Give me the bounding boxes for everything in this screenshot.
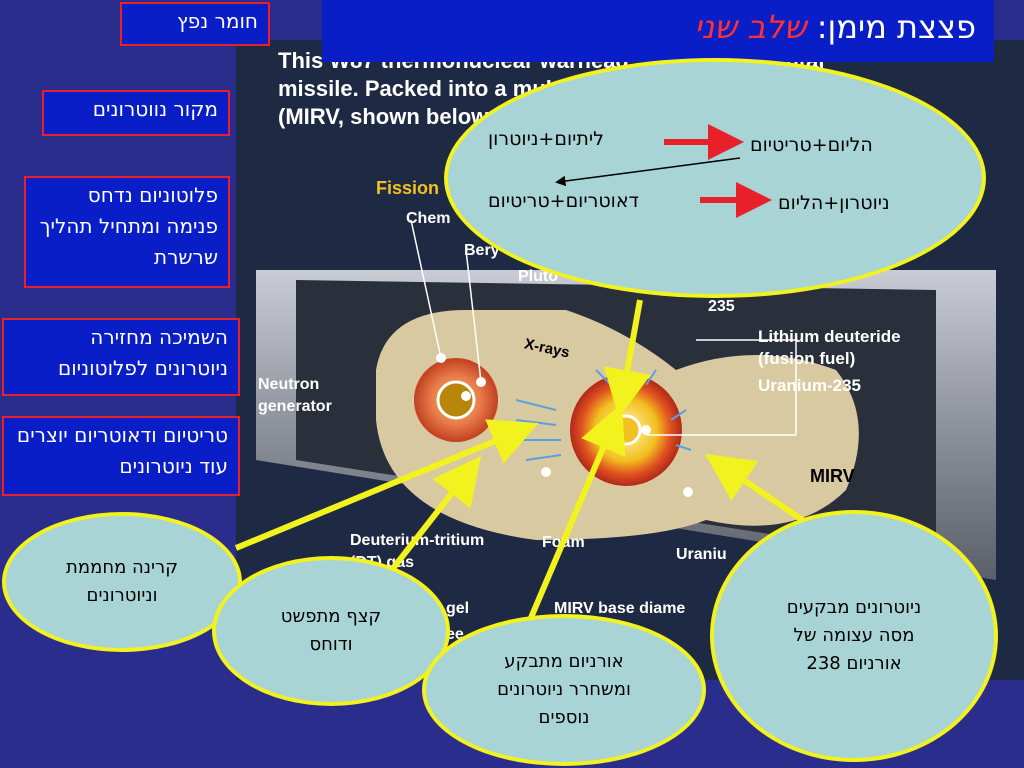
callout-neutrons: ניוטרונים מבקעים מסה עצומה של אורניום 23…: [710, 510, 998, 762]
callout-uranium: אורניום מתבקע ומשחרר ניוטרונים נוספים: [422, 614, 706, 766]
reaction-helium-tritium: הליום+טריטיום: [750, 134, 873, 156]
side-box-explosive: חומר נפץ: [120, 2, 270, 46]
bg-label-uranium-235: Uranium-235: [758, 376, 861, 395]
bg-label-mirv-base: MIRV base diame: [554, 600, 686, 617]
side-box-blanket: השמיכה מחזירה ניוטרונים לפלוטוניום: [2, 318, 240, 396]
title-main: פצצת מימן:: [816, 8, 976, 46]
arrow-radiation: [234, 419, 539, 551]
bg-label-chem: Chem: [406, 210, 451, 227]
side-box-tritium: טריטיום ודאוטריום יוצרים עוד ניוטרונים: [2, 416, 240, 496]
callout-neutrons-text: ניוטרונים מבקעים מסה עצומה של אורניום 23…: [786, 597, 922, 674]
arrow-foam: [377, 455, 482, 587]
leader-lines: [410, 219, 797, 436]
reaction-neutron-helium: ניוטרון+הליום: [778, 192, 890, 214]
callout-foam-text: קצף מתפשט ודוחס: [280, 606, 382, 655]
bg-label-mirv: MIRV: [810, 466, 855, 486]
arrow-to-secondary: [603, 299, 651, 418]
reaction-link-arrow: [555, 157, 741, 187]
reactions-ellipse: [444, 58, 986, 298]
reaction-lithium-neutron: ליתיום+ניוטרון: [488, 128, 604, 150]
title-accent: שלב שני: [694, 8, 807, 46]
bg-label-fission: Fission: [376, 178, 440, 198]
primary-core: [436, 380, 476, 420]
bg-label-235: 235: [708, 298, 735, 315]
reaction-deuterium-tritium: דאוטריום+טריטיום: [488, 190, 639, 212]
side-box-neutron-source: מקור נווטרונים: [42, 90, 230, 136]
bg-fragment-1: gel: [446, 600, 470, 617]
side-box-plutonium: פלוטוניום נדחס פנימה ומתחיל תהליך שרשרת: [24, 176, 230, 288]
callout-uranium-text: אורניום מתבקע ומשחרר ניוטרונים נוספים: [497, 651, 631, 728]
arrow-uranium: [527, 403, 626, 622]
bg-label-uraniu: Uraniu: [676, 546, 727, 563]
callout-radiation: קרינה מחממת וניוטרונים: [2, 512, 242, 652]
callout-radiation-text: קרינה מחממת וניוטרונים: [66, 557, 178, 606]
bg-label-neutron-generator: Neutron generator: [258, 376, 332, 415]
callout-foam: קצף מתפשט ודוחס: [212, 556, 450, 706]
bg-label-bery: Bery: [464, 242, 500, 259]
bg-label-lithium: Lithium deuteride (fusion fuel): [758, 327, 901, 368]
slide-title: פצצת מימן: שלב שני: [322, 0, 994, 62]
